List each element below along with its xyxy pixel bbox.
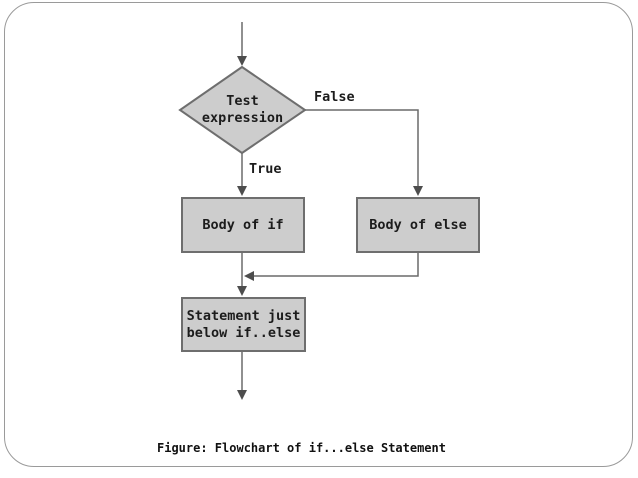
body-of-else-box: Body of else [356, 197, 480, 253]
connector-exit [237, 352, 247, 400]
statement-label-line2: below if..else [186, 324, 301, 341]
body-of-else-label: Body of else [369, 216, 467, 233]
body-of-if-label: Body of if [202, 216, 284, 233]
true-branch-label: True [249, 161, 282, 177]
false-branch-label: False [314, 89, 355, 105]
arrowhead-down-icon [237, 286, 247, 296]
connector-if-to-statement [237, 253, 247, 296]
decision-label-line1: Test [226, 93, 259, 109]
connector-else-merge [244, 253, 419, 281]
decision-label: Test expression [180, 67, 305, 153]
arrowhead-down-icon [413, 186, 423, 196]
connector-entry [237, 22, 247, 66]
arrowhead-down-icon [237, 186, 247, 196]
statement-box: Statement just below if..else [181, 297, 306, 352]
decision-label-line2: expression [201, 110, 284, 126]
figure-caption: Figure: Flowchart of if...else Statement [157, 441, 446, 455]
connector-true-branch [237, 153, 247, 196]
statement-label-line1: Statement just [186, 307, 301, 324]
arrowhead-left-icon [244, 271, 254, 281]
body-of-if-box: Body of if [181, 197, 305, 253]
slide-border [4, 2, 633, 467]
arrowhead-down-icon [237, 390, 247, 400]
arrowhead-down-icon [237, 56, 247, 66]
connector-false-branch [305, 109, 423, 196]
